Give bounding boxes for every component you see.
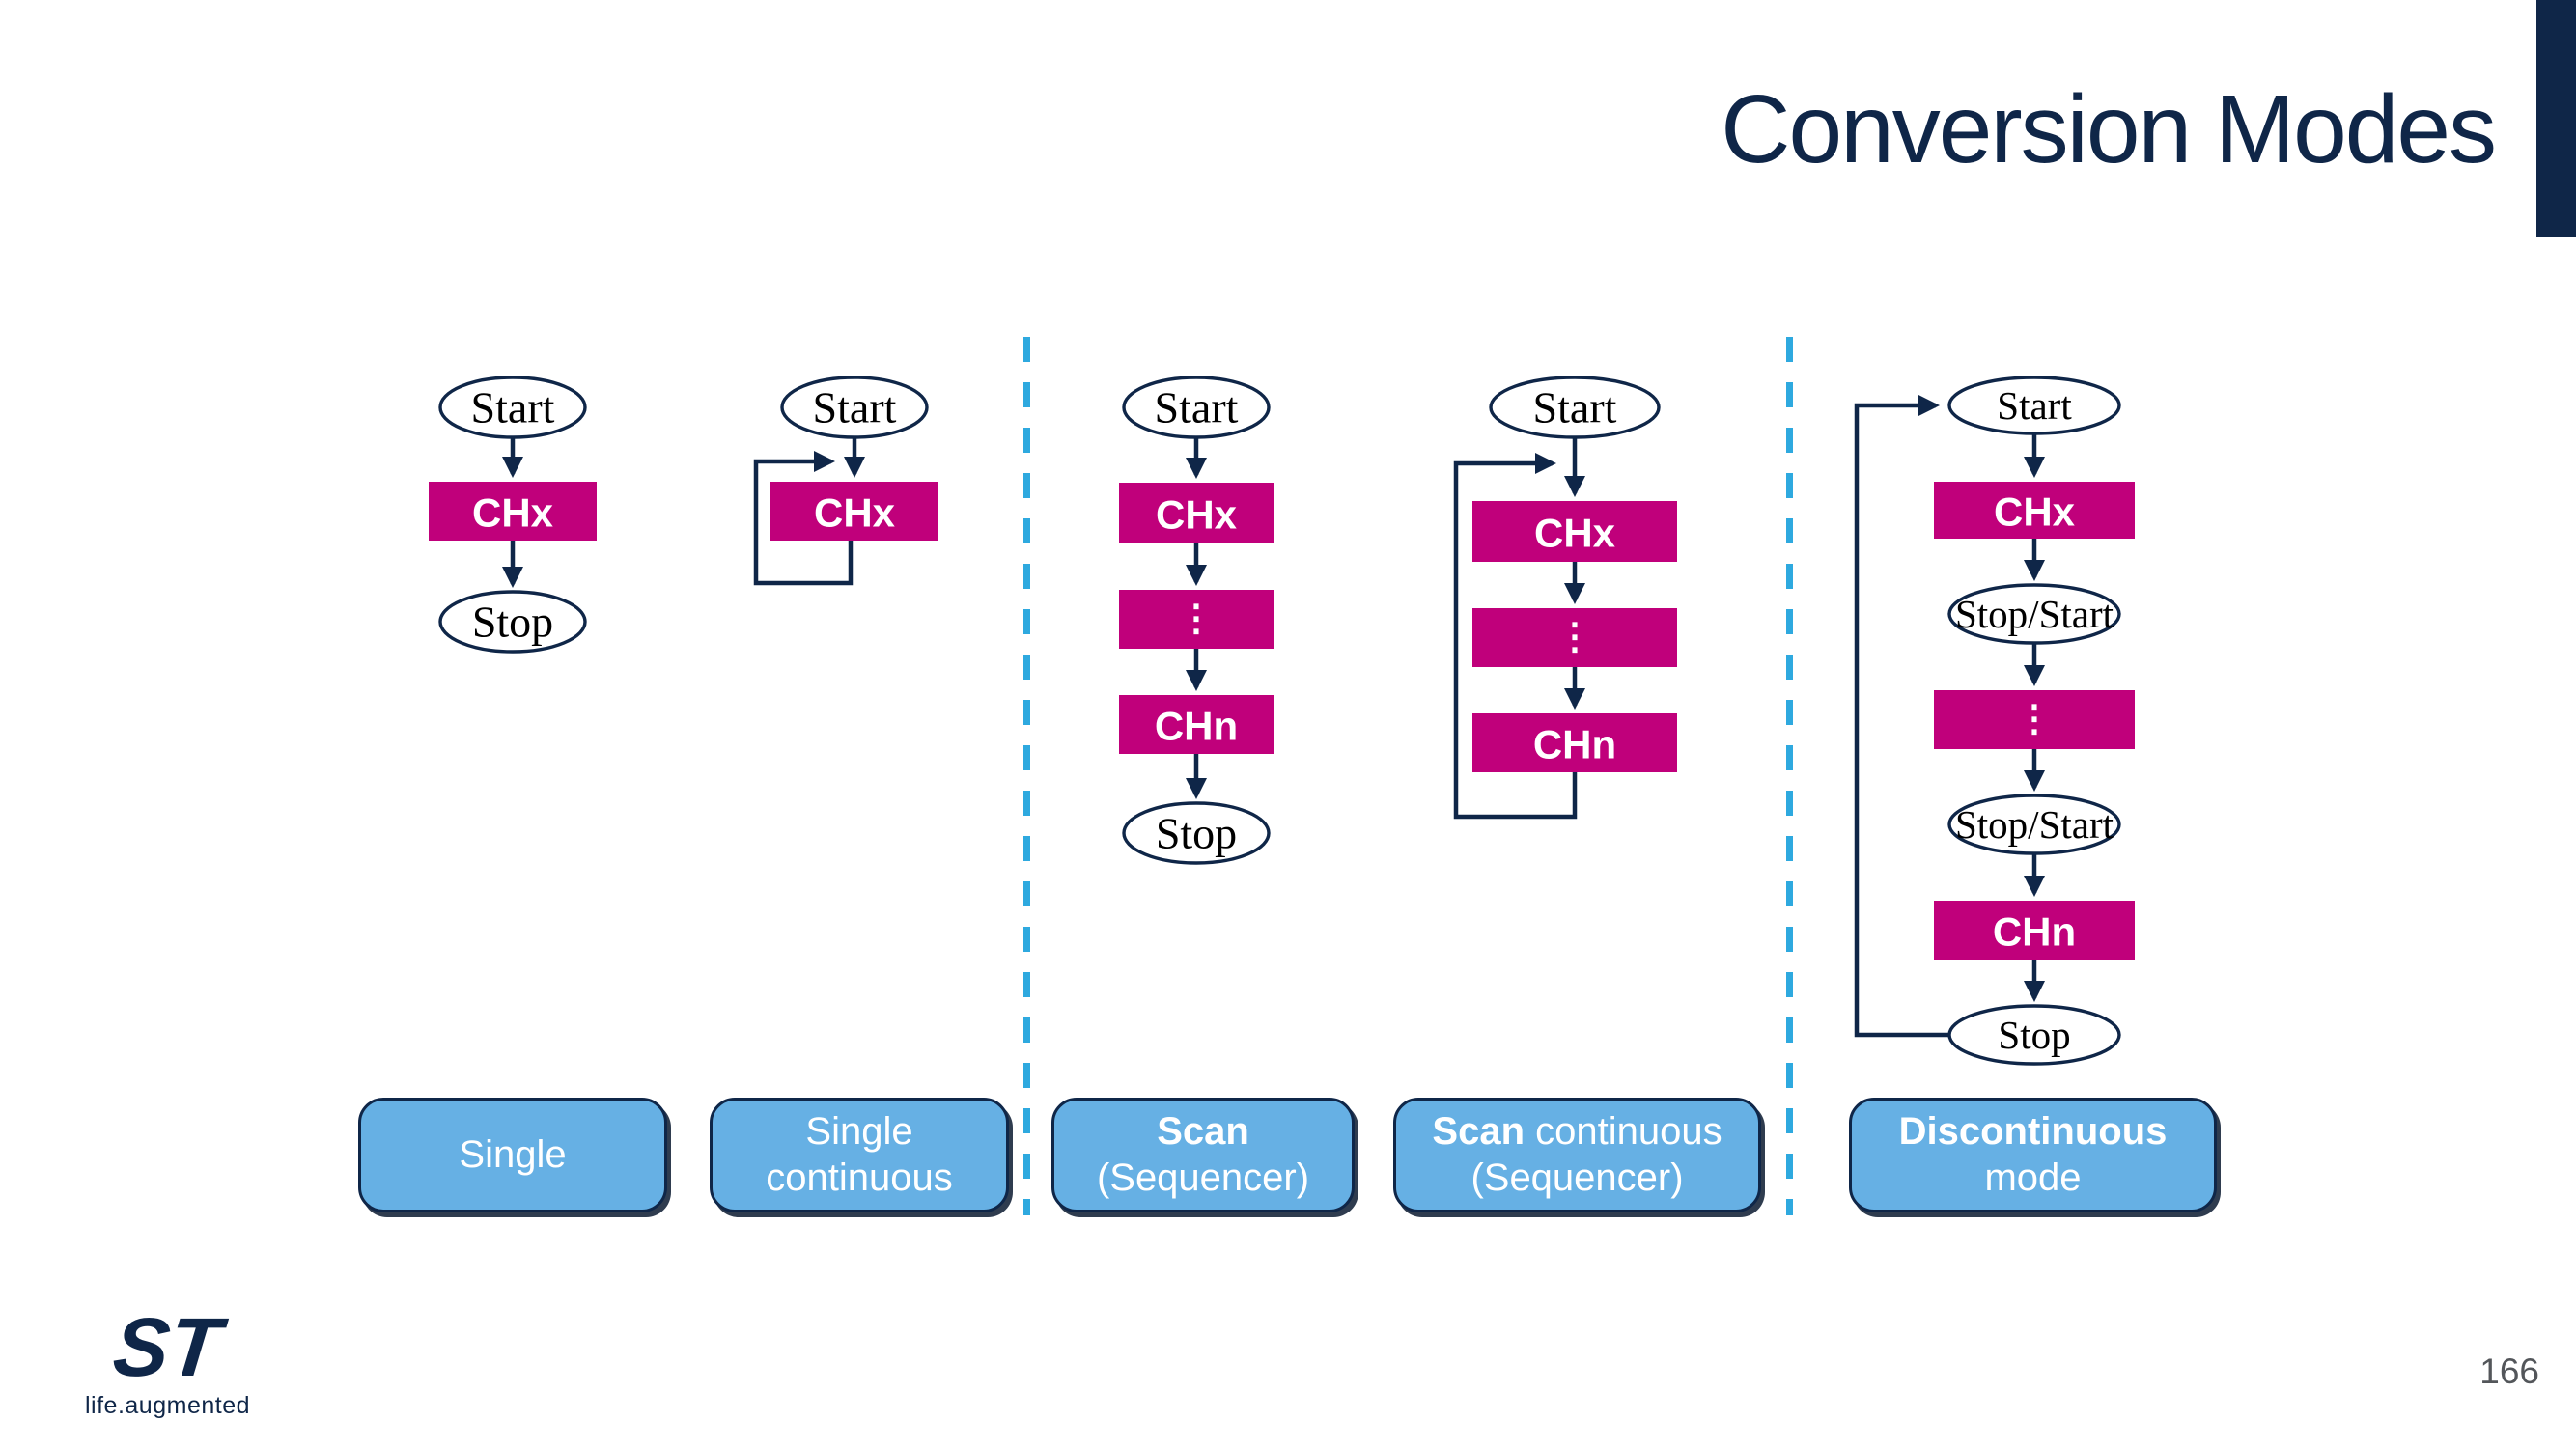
chx-label: CHx [1534,511,1616,556]
start-label: Start [1533,383,1617,432]
chn-box [1934,901,2135,960]
stop-node [1947,1004,2121,1066]
section-divider-2 [1786,337,1793,1215]
mode-label-scan-continuous: Scan continuous (Sequencer) [1393,1098,1761,1212]
chx-label: CHx [1994,489,2076,535]
mode-label-single-continuous: Single continuous [710,1098,1009,1212]
start-node [1947,376,2121,435]
stop-label: Stop [1156,809,1237,858]
loop-back-line [1453,453,1578,820]
title-accent-bar [2536,0,2576,237]
chn-box [1119,695,1274,754]
mode-label-line1: Single [459,1132,566,1178]
st-logo: ST life.augmented [85,1301,251,1420]
stop-node [438,590,587,654]
chx-label: CHx [472,490,554,536]
flowchart-discontinuous: Start CHx Stop/Start ⋮ Stop/Start CHn St… [1854,376,2135,1066]
mode-label-line1: Discontinuous mode [1852,1109,2214,1200]
start-node [438,376,587,439]
start-node [1489,376,1661,439]
loop-stop-to-start-line [1854,395,1949,1038]
chx-box [429,482,597,541]
page-title: Conversion Modes [1721,75,2497,183]
mode-label-rest: mode [1984,1110,2178,1199]
chx-box [770,482,938,541]
mode-label-line2: (Sequencer) [1470,1156,1684,1199]
loop-back-line [753,451,854,586]
mode-label-bold: Discontinuous [1898,1110,2168,1154]
mode-label-rest: Single continuous [766,1110,953,1199]
start-node [1122,376,1271,439]
flowchart-scan: Start CHx ⋮ CHn Stop [1119,376,1274,865]
mode-label-scan: Scan (Sequencer) [1051,1098,1355,1212]
chn-label: CHn [1993,909,2076,955]
chx-label: CHx [814,490,896,536]
dots-label: ⋮ [2016,699,2053,739]
chn-label: CHn [1533,722,1616,767]
stop-start-label-2: Stop/Start [1955,802,2114,847]
stop-start-label-1: Stop/Start [1955,592,2114,636]
stop-label: Stop [1998,1013,2070,1057]
mode-label-single: Single [358,1098,667,1212]
stop-node [1122,801,1271,865]
chx-box [1472,501,1677,562]
dots-label: ⋮ [1178,599,1215,639]
chx-box [1934,482,2135,539]
chx-label: CHx [1156,492,1238,538]
mode-label-rest: continuous [1525,1110,1722,1154]
dots-box [1934,690,2135,749]
dots-label: ⋮ [1556,617,1593,657]
start-node [780,376,929,439]
dots-box [1472,608,1677,667]
mode-label-line1: Scan continuous [1432,1109,1722,1155]
stop-label: Stop [472,598,553,647]
stop-start-node-1 [1947,583,2121,645]
start-label: Start [1997,383,2072,428]
mode-label-rest: Single [459,1132,567,1176]
page-number: 166 [2479,1351,2539,1391]
flowchart-single-continuous: Start CHx [753,376,938,586]
mode-label-bold: Scan [1432,1110,1525,1154]
st-logo-icon: ST [109,1301,225,1394]
st-logo-tagline: life.augmented [85,1392,251,1419]
flowchart-scan-continuous: Start CHx ⋮ CHn [1453,376,1677,820]
start-label: Start [471,383,555,432]
chn-box [1472,713,1677,772]
stop-start-node-2 [1947,794,2121,855]
mode-label-bold: Scan [1157,1110,1249,1154]
dots-box [1119,590,1274,649]
chx-box [1119,483,1274,543]
start-label: Start [813,383,897,432]
mode-label-line2: (Sequencer) [1096,1156,1310,1199]
mode-label-line1: Single continuous [713,1109,1006,1200]
flowchart-single: Start CHx Stop [429,376,597,654]
start-label: Start [1155,383,1239,432]
mode-label-discontinuous: Discontinuous mode [1849,1098,2217,1212]
section-divider-1 [1023,337,1030,1215]
chn-label: CHn [1155,704,1238,749]
mode-label-line1: Scan [1157,1109,1249,1155]
